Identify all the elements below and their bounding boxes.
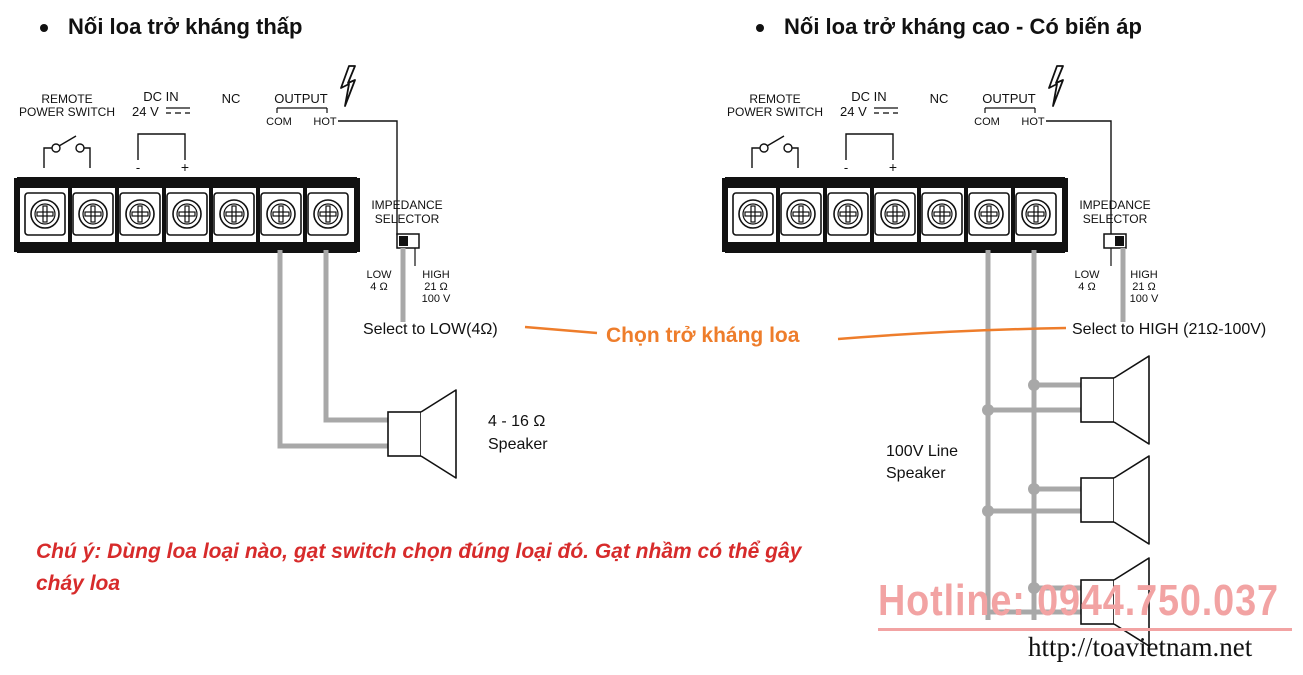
high-ohm-label: 21 Ω	[1132, 281, 1156, 293]
left-title-text: Nối loa trở kháng thấp	[68, 14, 303, 39]
callout-line-right	[837, 326, 1067, 341]
impedance-label: IMPEDANCE	[371, 198, 442, 212]
power-switch-label: POWER SWITCH	[727, 105, 823, 119]
right-speaker-label-1: 100V Line	[886, 443, 958, 460]
left-title: Nối loa trở kháng thấp	[40, 14, 302, 40]
dc-voltage-label: 24 V	[840, 104, 867, 119]
terminal-block	[14, 178, 360, 252]
impedance-switch[interactable]	[1103, 233, 1127, 249]
left-speaker-label-1: 4 - 16 Ω	[488, 413, 545, 430]
speaker-icon	[387, 389, 457, 479]
right-panel: REMOTE POWER SWITCH DC IN 24 V NC OUTPUT…	[722, 65, 1266, 647]
dc-in-label: DC IN	[143, 89, 178, 104]
minus-label: -	[844, 160, 848, 175]
high-label: HIGH	[1130, 269, 1158, 281]
com-label: COM	[266, 116, 292, 128]
right-title-text: Nối loa trở kháng cao - Có biến áp	[784, 14, 1142, 39]
line-speaker-wiring	[985, 250, 1081, 620]
remote-label: REMOTE	[41, 92, 92, 106]
high-volt-label: 100 V	[422, 293, 451, 305]
minus-label: -	[136, 160, 140, 175]
plus-label: +	[889, 159, 897, 175]
low-ohm-label: 4 Ω	[1078, 281, 1095, 293]
callout-line-left	[524, 325, 598, 335]
hot-label: HOT	[313, 116, 337, 128]
junction-dots	[982, 379, 1040, 594]
dc-symbol-icon	[874, 107, 898, 114]
hot-label: HOT	[1021, 116, 1045, 128]
dc-symbol-icon	[166, 107, 190, 114]
center-label: Chọn trở kháng loa	[606, 324, 800, 347]
left-panel: REMOTE POWER SWITCH DC IN 24 V NC OUTPUT…	[14, 65, 548, 479]
right-title: Nối loa trở kháng cao - Có biến áp	[756, 14, 1142, 40]
left-speaker-label-2: Speaker	[488, 436, 548, 453]
speaker-icon	[1080, 455, 1150, 545]
high-volt-label: 100 V	[1130, 293, 1159, 305]
bullet-icon	[40, 24, 48, 33]
speaker-icon	[1080, 355, 1150, 445]
output-label: OUTPUT	[982, 91, 1036, 106]
left-select-note: Select to LOW(4Ω)	[363, 321, 498, 338]
high-ohm-label: 21 Ω	[424, 281, 448, 293]
website-url[interactable]: http://toavietnam.net	[1028, 632, 1253, 662]
remote-switch-icon	[751, 135, 799, 168]
dc-voltage-label: 24 V	[132, 104, 159, 119]
low-label: LOW	[1074, 269, 1100, 281]
remote-switch-icon	[43, 135, 91, 168]
warning-note: Chú ý: Dùng loa loại nào, gạt switch chọ…	[36, 540, 802, 595]
low-ohm-label: 4 Ω	[370, 281, 387, 293]
impedance-label: IMPEDANCE	[1079, 198, 1150, 212]
terminal-block	[722, 178, 1068, 252]
impedance-switch[interactable]	[396, 233, 420, 249]
bullet-icon	[756, 24, 764, 33]
power-switch-label: POWER SWITCH	[19, 105, 115, 119]
lightning-icon	[1048, 65, 1064, 107]
output-label: OUTPUT	[274, 91, 328, 106]
com-label: COM	[974, 116, 1000, 128]
right-speaker-label-2: Speaker	[886, 465, 946, 482]
plus-label: +	[181, 159, 189, 175]
remote-label: REMOTE	[749, 92, 800, 106]
dc-in-label: DC IN	[851, 89, 886, 104]
high-label: HIGH	[422, 269, 450, 281]
lightning-icon	[340, 65, 356, 107]
low-label: LOW	[366, 269, 392, 281]
center-callout: Chọn trở kháng loa	[524, 324, 1067, 347]
speaker-wire-com	[277, 250, 388, 449]
right-select-note: Select to HIGH (21Ω-100V)	[1072, 321, 1266, 338]
selector-label: SELECTOR	[1083, 212, 1148, 226]
nc-label: NC	[930, 91, 949, 106]
hotline-text[interactable]: Hotline: 0944.750.037	[878, 576, 1279, 625]
nc-label: NC	[222, 91, 241, 106]
speaker-icon	[1080, 557, 1150, 647]
selector-label: SELECTOR	[375, 212, 440, 226]
hotline-underline	[878, 628, 1292, 631]
speaker-wire-hot	[323, 250, 388, 423]
